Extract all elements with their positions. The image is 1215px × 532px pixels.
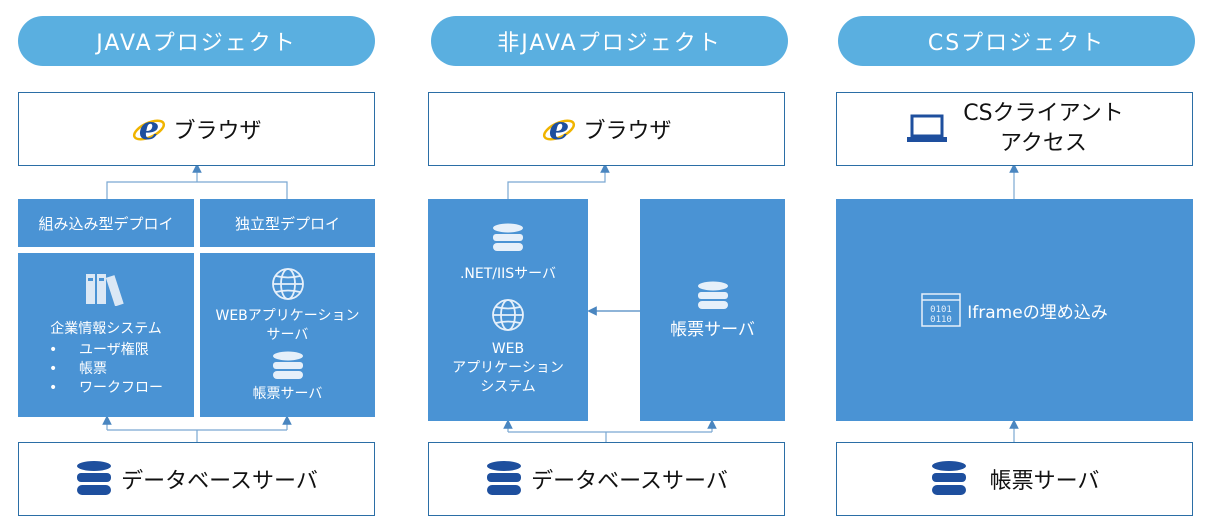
web-app-server-label: WEBアプリケーション サーバ: [215, 307, 360, 343]
non-java-browser-label: ブラウザ: [583, 119, 672, 144]
cs-report-server-box: 帳票サーバ: [836, 442, 1193, 516]
dotnet-server-panel: .NET/IISサーバ WEB アプリケーション システム: [428, 199, 588, 421]
feature-item: •帳票: [49, 361, 107, 377]
feature-item: •ユーザ権限: [49, 342, 149, 358]
col1-lower-connector: [102, 415, 292, 442]
laptop-icon: [905, 113, 949, 145]
java-browser-box: e ブラウザ: [18, 92, 375, 166]
feature-item: •ワークフロー: [49, 380, 163, 396]
non-java-report-server-panel: 帳票サーバ: [640, 199, 785, 421]
non-java-project-header: 非JAVAプロジェクト: [431, 16, 788, 66]
enterprise-system-title: 企業情報システム: [50, 321, 162, 337]
iframe-embed-label: Iframeの埋め込み: [967, 302, 1108, 323]
dotnet-server-label: .NET/IISサーバ: [459, 266, 557, 282]
col2-lower-connector: [503, 419, 717, 442]
iframe-embed-panel: 0101 0110 Iframeの埋め込み: [836, 199, 1193, 421]
embedded-deploy-text: 組み込み型デプロイ: [38, 214, 174, 233]
enterprise-feature-list: •ユーザ権限 •帳票 •ワークフロー: [49, 341, 163, 398]
report-server-label: 帳票サーバ: [252, 385, 323, 402]
svg-text:e: e: [139, 111, 159, 147]
col2-upper-connector: [507, 163, 610, 199]
non-java-database-box: データベースサーバ: [428, 442, 785, 516]
cs-project-header-label: CSプロジェクト: [927, 31, 1106, 56]
globe-icon: [491, 298, 525, 332]
java-browser-label: ブラウザ: [173, 119, 262, 144]
database-icon: [491, 223, 525, 253]
ie-browser-icon: e: [131, 111, 167, 147]
java-project-header-label: JAVAプロジェクト: [96, 31, 297, 56]
database-icon: [485, 460, 523, 498]
java-project-header: JAVAプロジェクト: [18, 16, 375, 66]
database-icon: [75, 460, 113, 498]
binary-window-icon: 0101 0110: [921, 293, 962, 327]
database-icon: [271, 351, 305, 381]
non-java-project-header-label: 非JAVAプロジェクト: [497, 31, 722, 56]
database-icon: [696, 281, 730, 311]
cs-project-header: CSプロジェクト: [838, 16, 1195, 66]
standalone-deploy-label: 独立型デプロイ: [200, 199, 375, 247]
cs-client-label: CSクライアント アクセス: [963, 101, 1124, 156]
non-java-browser-box: e ブラウザ: [428, 92, 785, 166]
svg-text:0110: 0110: [930, 315, 952, 325]
web-app-server-panel: WEBアプリケーション サーバ 帳票サーバ: [200, 253, 375, 417]
cs-report-server-label: 帳票サーバ: [989, 469, 1100, 494]
globe-icon: [271, 267, 305, 301]
embedded-deploy-label: 組み込み型デプロイ: [18, 199, 194, 247]
books-icon: [84, 272, 128, 306]
web-app-system-label: WEB アプリケーション システム: [452, 341, 564, 395]
col1-upper-connector: [106, 163, 288, 199]
java-database-box: データベースサーバ: [18, 442, 375, 516]
cs-client-box: CSクライアント アクセス: [836, 92, 1193, 166]
standalone-deploy-text: 独立型デプロイ: [234, 214, 340, 233]
svg-text:e: e: [549, 111, 569, 147]
java-database-label: データベースサーバ: [121, 469, 318, 494]
ie-browser-icon: e: [541, 111, 577, 147]
database-icon: [930, 460, 968, 498]
non-java-report-server-label: 帳票サーバ: [670, 319, 755, 340]
enterprise-system-panel: 企業情報システム •ユーザ権限 •帳票 •ワークフロー: [18, 253, 194, 417]
svg-text:0101: 0101: [930, 305, 952, 315]
non-java-database-label: データベースサーバ: [531, 469, 728, 494]
